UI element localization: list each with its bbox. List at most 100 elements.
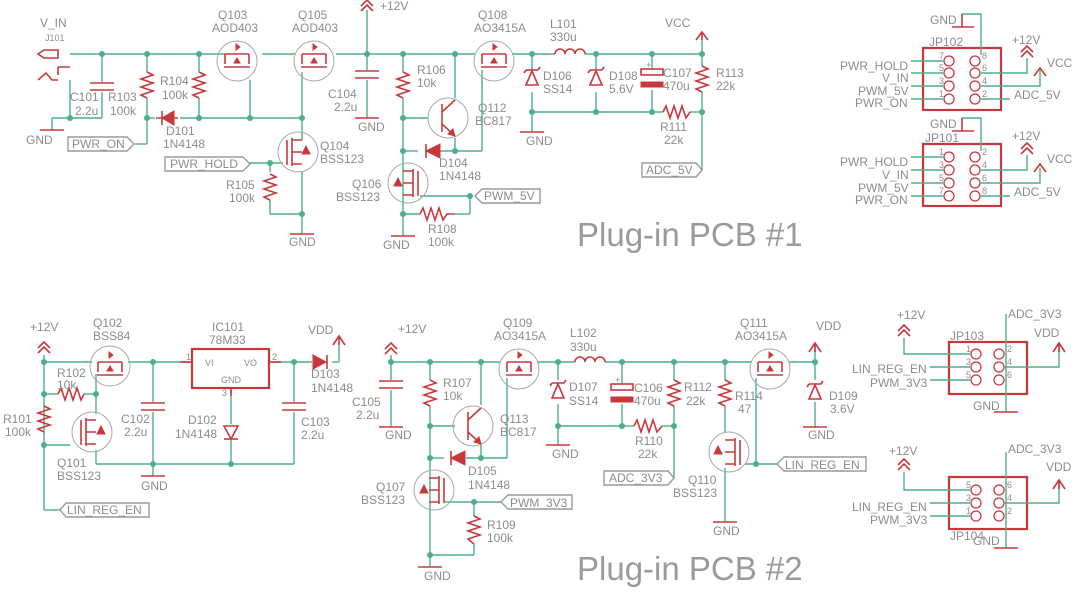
c103-capacitor-symbol[interactable] (282, 402, 306, 411)
q110-label: Q110 (688, 473, 717, 487)
q109-pmos-symbol[interactable] (498, 348, 540, 390)
d106-schottky-symbol[interactable] (523, 66, 541, 86)
r101-resistor-symbol[interactable] (35, 405, 53, 433)
plus12v-supply-symbol (37, 340, 51, 354)
j101-label: J101 (45, 33, 65, 43)
c105-capacitor-symbol[interactable] (379, 380, 403, 389)
pin-number: 6 (1007, 370, 1012, 380)
gnd-label: GND (141, 479, 168, 493)
vdd-supply-symbol (808, 341, 822, 353)
r113-value: 22k (716, 79, 736, 93)
r103-resistor-symbol[interactable] (138, 71, 156, 99)
jp104-connector[interactable] (903, 452, 1060, 548)
d108-zener-symbol[interactable] (587, 66, 605, 86)
r108-label: R108 (428, 222, 457, 236)
r104-resistor-symbol[interactable] (190, 71, 208, 99)
jp104-label: JP104 (950, 529, 984, 543)
q108-label: Q108 (478, 8, 508, 22)
pin-number: 1 (966, 344, 971, 354)
pwr-on-port[interactable] (67, 136, 135, 152)
r112-resistor-symbol[interactable] (665, 379, 683, 407)
d107-value: SS14 (569, 394, 599, 408)
q105-label: Q105 (298, 8, 328, 22)
r106-value: 10k (417, 76, 437, 90)
r102-label: R102 (57, 366, 86, 380)
q102-label: Q102 (93, 316, 123, 330)
jp101-connector[interactable] (911, 117, 1041, 208)
pin-number: 8 (982, 186, 987, 196)
d108-value: 5.6V (609, 82, 634, 96)
q106-value: BSS123 (336, 190, 380, 204)
q107-nmos-symbol[interactable] (413, 469, 455, 511)
l102-inductor-symbol[interactable] (574, 356, 606, 363)
r111-label: R111 (660, 120, 687, 134)
q107-label: Q107 (376, 480, 406, 494)
d104-diode-symbol[interactable] (424, 143, 441, 159)
r105-resistor-symbol[interactable] (261, 173, 279, 201)
ic101-regulator[interactable] (180, 347, 281, 396)
d104-label: D104 (439, 156, 468, 170)
r106-resistor-symbol[interactable] (394, 71, 412, 99)
d102-diode-symbol[interactable] (222, 425, 240, 441)
jp102-net-label: ADC_5V (1014, 88, 1061, 102)
jp102-connector[interactable] (911, 13, 1041, 112)
jp103-connector[interactable] (903, 314, 1060, 412)
q113-npn-symbol[interactable] (452, 405, 494, 447)
pwr-hold-port[interactable] (164, 156, 251, 172)
jp102-net-label: PWM_5V (858, 84, 909, 98)
ic101-pin2: 2 (272, 352, 277, 362)
r111-resistor-symbol[interactable] (662, 103, 691, 121)
lin-reg-en-port[interactable] (776, 456, 867, 472)
q108-pmos-symbol[interactable] (473, 40, 515, 82)
d109-zener-symbol[interactable] (806, 380, 824, 400)
q103-pmos-symbol[interactable] (216, 40, 258, 82)
c101-capacitor-symbol[interactable] (90, 82, 114, 91)
r108-resistor-symbol[interactable] (419, 205, 455, 223)
r107-resistor-symbol[interactable] (421, 379, 439, 407)
d107-schottky-symbol[interactable] (549, 379, 567, 399)
q112-npn-symbol[interactable] (427, 97, 469, 139)
adc-3v3-port[interactable] (603, 470, 675, 486)
d103-diode-symbol[interactable] (312, 354, 328, 370)
q102-value: BSS84 (93, 329, 131, 343)
c107-electrolytic-capacitor-symbol[interactable]: + (640, 60, 664, 88)
q104-nmos-symbol[interactable] (277, 131, 319, 173)
pin-number: 2 (1007, 506, 1012, 516)
r102-resistor-symbol[interactable] (57, 385, 85, 403)
r110-resistor-symbol[interactable] (633, 417, 663, 435)
jp102-net-label: PWR_HOLD (840, 59, 908, 73)
q107-value: BSS123 (361, 493, 405, 507)
plus12v-supply-symbol (360, 0, 374, 12)
r113-resistor-symbol[interactable] (693, 65, 711, 93)
pin-number: 7 (939, 51, 944, 61)
j101-connector-symbol[interactable] (36, 49, 70, 81)
pin-number: 4 (1007, 357, 1012, 367)
d101-diode-symbol[interactable] (156, 110, 178, 126)
c106-electrolytic-capacitor-symbol[interactable]: + (610, 375, 634, 403)
q102-pmos-symbol[interactable] (89, 345, 131, 387)
d105-diode-symbol[interactable] (449, 450, 466, 466)
pwm-5v-port[interactable] (474, 188, 541, 204)
q106-nmos-symbol[interactable] (387, 162, 429, 204)
c104-capacitor-symbol[interactable] (355, 70, 379, 79)
q101-nmos-symbol[interactable] (71, 411, 113, 453)
r114-resistor-symbol[interactable] (716, 379, 734, 407)
pwm-3v3-port[interactable] (500, 494, 573, 510)
q105-pmos-symbol[interactable] (293, 40, 335, 82)
gnd-label: GND (383, 238, 410, 252)
d102-value: 1N4148 (175, 427, 217, 441)
l102-value: 330u (570, 340, 597, 354)
q113-label: Q113 (500, 412, 529, 426)
r104-label: R104 (160, 74, 189, 88)
r109-resistor-symbol[interactable] (465, 515, 483, 545)
c102-capacitor-symbol[interactable] (141, 402, 165, 411)
r101-value: 100k (5, 425, 32, 439)
d106-value: SS14 (543, 82, 573, 96)
c104-value: 2.2u (334, 100, 357, 114)
q101-label: Q101 (57, 456, 87, 470)
q111-pmos-symbol[interactable] (749, 348, 791, 390)
l101-inductor-symbol[interactable] (554, 48, 586, 55)
lin-reg-en-port[interactable] (59, 502, 150, 518)
q110-nmos-symbol[interactable] (708, 431, 750, 473)
adc-5v-port[interactable] (641, 162, 703, 178)
